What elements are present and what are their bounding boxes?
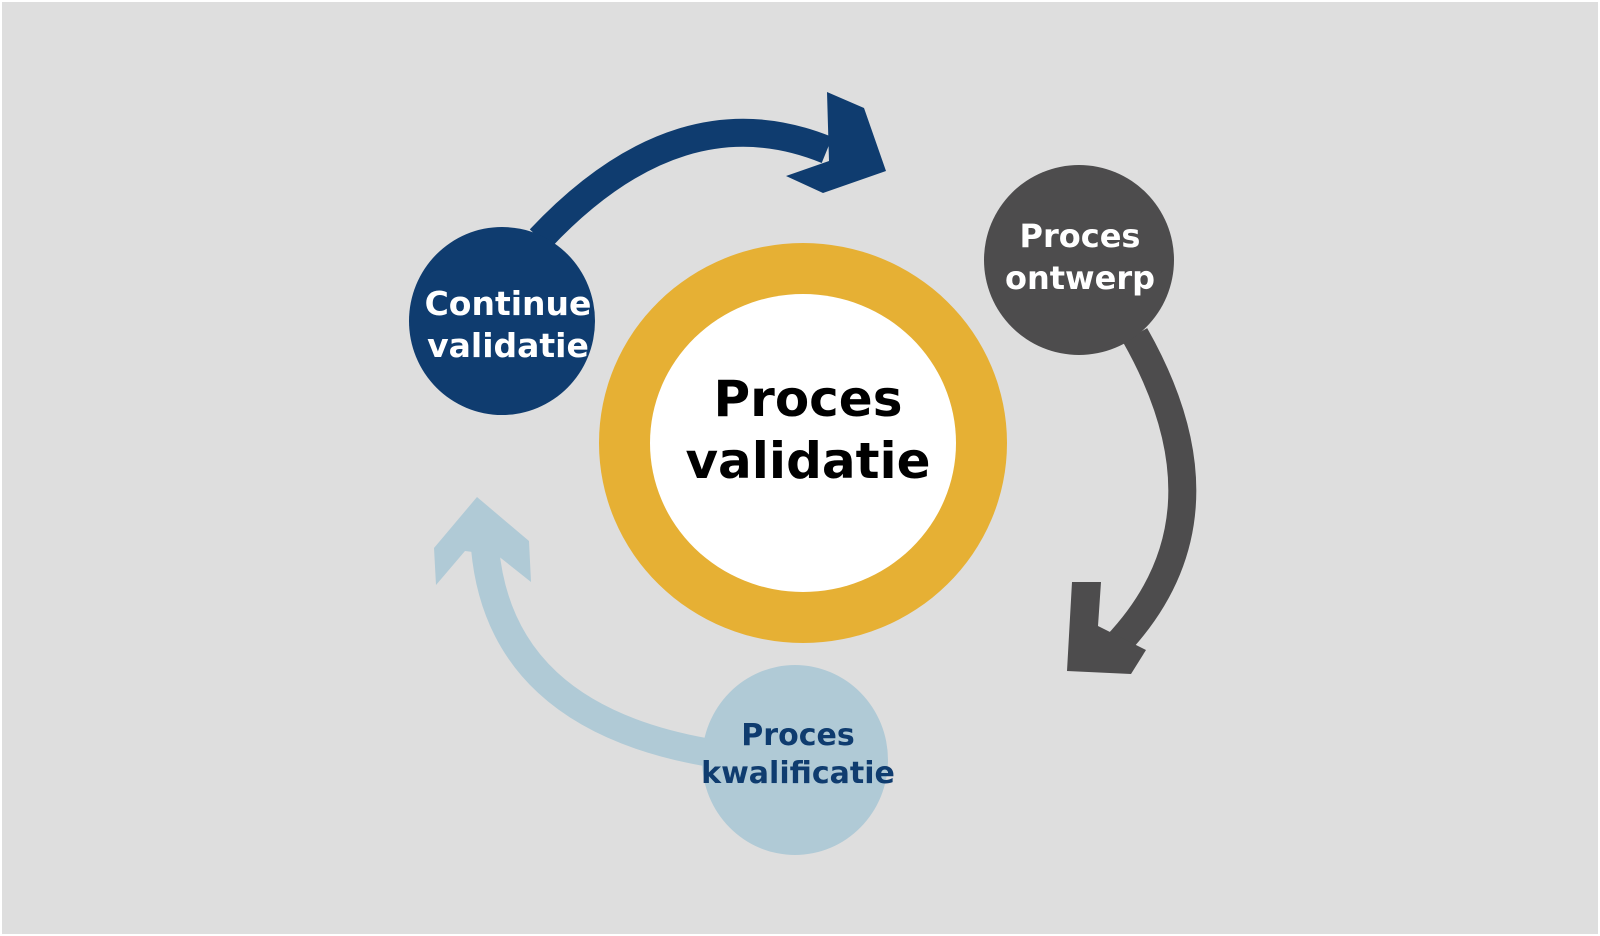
center-label: Proces validatie: [650, 360, 966, 500]
arrow-continue-to-ontwerp: [529, 92, 886, 249]
node-label-line1: Proces: [741, 718, 855, 753]
node-label-line2: validatie: [427, 326, 589, 365]
arrow-kwalificatie-to-continue: [434, 497, 708, 766]
node-label-line2: kwalificatie: [701, 756, 895, 791]
node-circle-continue-validatie: [409, 227, 595, 415]
node-label-continue-validatie: Continue validatie: [390, 270, 626, 380]
center-disc: [650, 294, 956, 592]
arrow-ontwerp-to-kwalificatie: [1067, 328, 1197, 674]
node-circle-proces-kwalificatie: [702, 665, 888, 855]
center-label-line1: Proces: [713, 370, 903, 428]
node-label-line1: Continue: [424, 284, 592, 323]
center-label-line2: validatie: [685, 432, 931, 490]
node-circle-proces-ontwerp: [984, 165, 1174, 355]
node-label-line2: ontwerp: [1004, 259, 1155, 297]
node-label-proces-ontwerp: Proces ontwerp: [972, 205, 1188, 309]
node-label-line1: Proces: [1019, 217, 1141, 255]
node-label-proces-kwalificatie: Proces kwalificatie: [690, 712, 906, 798]
